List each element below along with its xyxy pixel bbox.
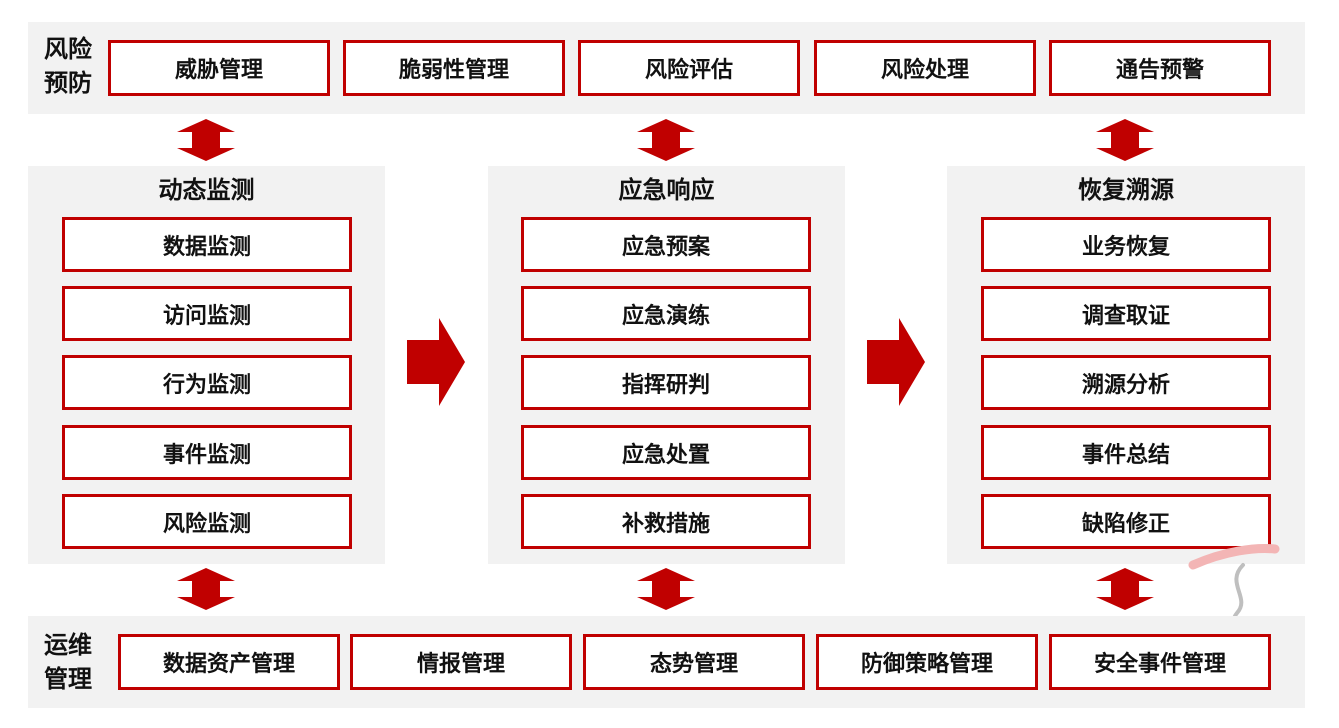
double-arrow-icon [1096,119,1154,161]
band-label-line: 预防 [44,69,92,97]
emergency-response-title: 应急响应 [618,176,715,204]
threat-management-box: 威胁管理 [108,40,330,96]
command-analysis-box: 指挥研判 [521,355,811,410]
behavior-monitoring-box: 行为监测 [62,355,352,410]
double-arrow-icon [1096,568,1154,610]
vulnerability-management-box: 脆弱性管理 [343,40,565,96]
intelligence-management-box: 情报管理 [350,634,572,690]
right-arrow-icon [867,318,925,406]
defense-policy-management-box: 防御策略管理 [816,634,1038,690]
data-monitoring-box: 数据监测 [62,217,352,272]
business-recovery-box: 业务恢复 [981,217,1271,272]
right-arrow-icon [407,318,465,406]
band-label-line: 风险 [44,35,92,63]
band-label-line: 运维 [44,631,92,659]
dynamic-monitoring-title: 动态监测 [158,176,255,204]
traceability-analysis-box: 溯源分析 [981,355,1271,410]
defect-correction-box: 缺陷修正 [981,494,1271,549]
recovery-tracing-title: 恢复溯源 [1078,176,1174,204]
risk-handling-box: 风险处理 [814,40,1036,96]
risk-monitoring-box: 风险监测 [62,494,352,549]
emergency-drill-box: 应急演练 [521,286,811,341]
risk-prevention-label: 风险 预防 [44,32,114,100]
double-arrow-icon [637,568,695,610]
double-arrow-icon [177,119,235,161]
emergency-plan-box: 应急预案 [521,217,811,272]
security-event-management-box: 安全事件管理 [1049,634,1271,690]
operations-management-label: 运维 管理 [44,628,114,696]
band-label-line: 管理 [44,665,92,693]
double-arrow-icon [177,568,235,610]
double-arrow-icon [637,119,695,161]
risk-assessment-box: 风险评估 [578,40,800,96]
event-monitoring-box: 事件监测 [62,425,352,480]
data-asset-management-box: 数据资产管理 [118,634,340,690]
situation-management-box: 态势管理 [583,634,805,690]
event-summary-box: 事件总结 [981,425,1271,480]
remedial-measures-box: 补救措施 [521,494,811,549]
notice-warning-box: 通告预警 [1049,40,1271,96]
access-monitoring-box: 访问监测 [62,286,352,341]
forensics-box: 调查取证 [981,286,1271,341]
emergency-disposal-box: 应急处置 [521,425,811,480]
